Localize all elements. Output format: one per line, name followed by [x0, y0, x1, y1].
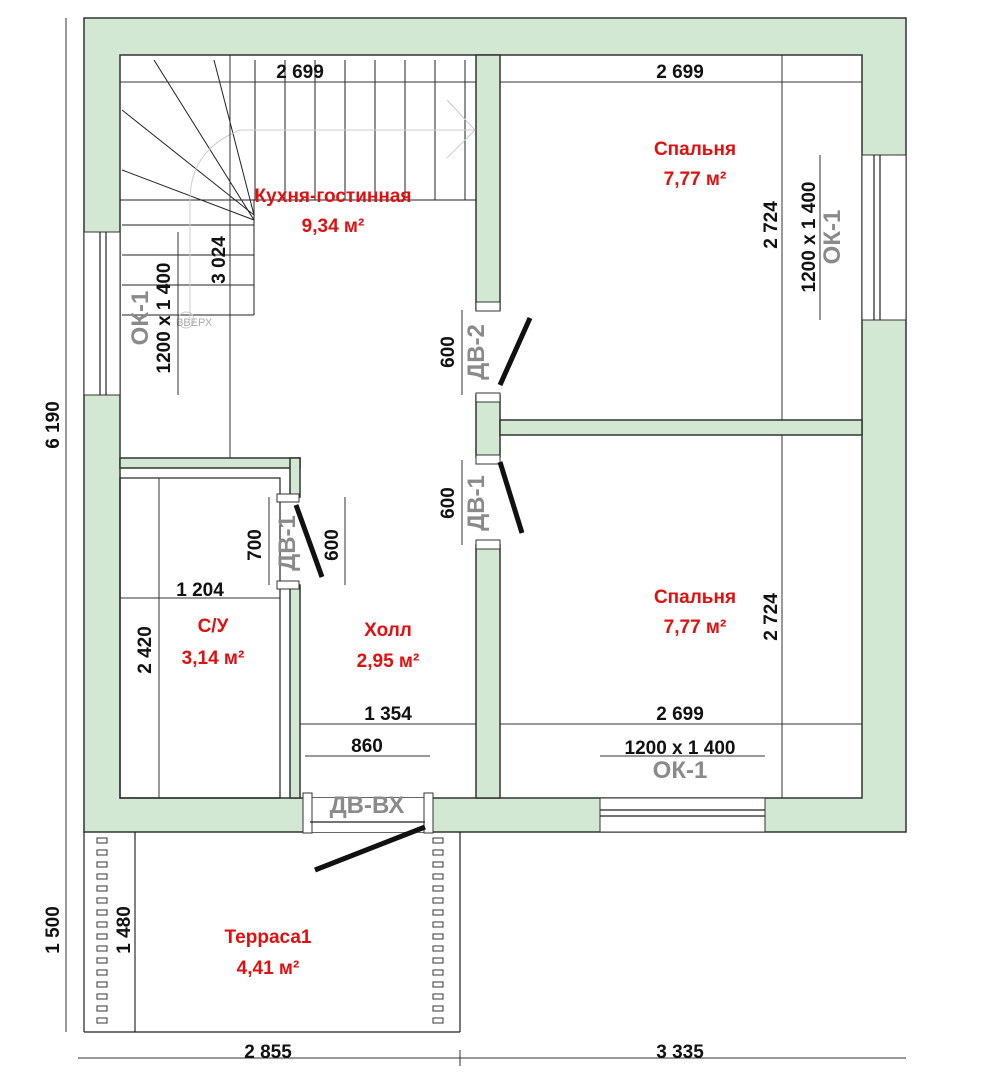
room-area-hall: 2,95 м²: [357, 651, 420, 672]
dim-bath-door-width: 600: [322, 529, 343, 561]
railing-baluster: [432, 885, 444, 892]
dim-top-right: 2 699: [656, 62, 704, 83]
railing-baluster: [96, 945, 108, 952]
bath-wall-right-top: [289, 457, 301, 498]
room-name-bedroom-bottom: Спальня: [654, 587, 736, 608]
railing-baluster: [432, 873, 444, 880]
door-leaf-dv1[interactable]: [497, 461, 525, 534]
railing-baluster: [432, 969, 444, 976]
railing-baluster: [432, 957, 444, 964]
dim-bottom-left: 2 855: [244, 1042, 292, 1063]
door-leaf-bath[interactable]: [293, 504, 325, 578]
room-name-hall: Холл: [364, 620, 412, 641]
window-bottom-mark: ОК-1: [653, 757, 708, 784]
railing-baluster: [432, 1005, 444, 1012]
door-entry-mark: ДВ-ВХ: [330, 792, 405, 819]
railing-baluster: [96, 933, 108, 940]
railing-baluster: [96, 837, 108, 844]
railing-baluster: [432, 945, 444, 952]
window-left-mark: ОК-1: [127, 291, 154, 346]
terrace: [83, 832, 461, 1033]
railing-baluster: [96, 1017, 108, 1024]
dim-bath-height: 2 420: [135, 626, 156, 674]
room-name-kitchen: Кухня-гостинная: [254, 186, 411, 207]
bath-inner-outline: [119, 477, 281, 799]
dim-door1-width: 600: [438, 487, 459, 519]
window-bottom[interactable]: [599, 797, 766, 833]
dim-entry-door: 860: [351, 736, 383, 757]
window-right-size: 1200 x 1 400: [799, 182, 820, 293]
dim-bath-door-height: 700: [245, 529, 266, 561]
dim-total-height: 6 190: [43, 401, 64, 449]
door-bath-mark: ДВ-1: [274, 515, 301, 571]
dim-bedroom-width: 2 699: [656, 704, 704, 725]
room-area-bedroom-top: 7,77 м²: [664, 169, 727, 190]
window-right[interactable]: [861, 154, 907, 321]
railing-baluster: [96, 981, 108, 988]
room-area-kitchen: 9,34 м²: [302, 216, 365, 237]
dim-bedroom-top-height: 2 724: [761, 201, 782, 249]
dim-top-left: 2 699: [276, 62, 324, 83]
railing-baluster: [96, 873, 108, 880]
dim-bath-width: 1 204: [176, 580, 224, 601]
railing-baluster: [96, 921, 108, 928]
railing-baluster: [432, 993, 444, 1000]
railing-baluster: [432, 933, 444, 940]
dim-stair-height: 3 024: [209, 236, 230, 284]
window-right-mark: ОК-1: [819, 210, 846, 265]
window-left-size: 1200 x 1 400: [154, 263, 175, 374]
dimension-lines: [65, 18, 906, 1066]
railing-baluster: [432, 1017, 444, 1024]
room-name-bedroom-top: Спальня: [654, 139, 736, 160]
interior-wall-top: [475, 54, 501, 311]
bath-wall-right-bottom: [289, 584, 301, 799]
door-leaf-entry[interactable]: [314, 824, 426, 873]
staircase: [120, 59, 476, 329]
room-name-terrace: Терраса1: [225, 927, 312, 948]
door-dv2-mark: ДВ-2: [463, 324, 490, 380]
dim-bottom-right: 3 335: [656, 1042, 704, 1063]
railing-baluster: [96, 909, 108, 916]
railing-baluster: [96, 993, 108, 1000]
dim-bedroom-bottom-height: 2 724: [761, 593, 782, 641]
dim-terrace-outer: 1 500: [43, 906, 64, 954]
entry-door-gap: [305, 798, 430, 832]
room-area-bedroom-bottom: 7,77 м²: [664, 617, 727, 638]
door-leaf-dv2[interactable]: [497, 316, 533, 387]
stairs-up-label: ВВЕРХ: [176, 317, 213, 329]
railing-baluster: [96, 1005, 108, 1012]
railing-baluster: [432, 837, 444, 844]
room-area-terrace: 4,41 м²: [237, 958, 300, 979]
window-left[interactable]: [83, 231, 121, 396]
railing-baluster: [96, 885, 108, 892]
window-bottom-size: 1200 x 1 400: [625, 738, 736, 759]
railing-baluster: [96, 897, 108, 904]
railing-baluster: [432, 909, 444, 916]
railing-baluster: [432, 861, 444, 868]
railing-baluster: [432, 897, 444, 904]
dim-hall-width: 1 354: [364, 704, 412, 725]
dim-door2-width: 600: [438, 336, 459, 368]
railing-baluster: [96, 957, 108, 964]
door-dv1-mark: ДВ-1: [463, 475, 490, 531]
interior-wall-bottom: [475, 544, 501, 799]
railing-baluster: [432, 981, 444, 988]
railing-baluster: [96, 849, 108, 856]
railing-baluster: [432, 921, 444, 928]
room-name-bathroom: С/У: [198, 616, 229, 637]
dim-terrace-inner: 1 480: [114, 906, 135, 954]
interior-wall-mid: [475, 394, 501, 458]
railing-baluster: [96, 861, 108, 868]
room-area-bathroom: 3,14 м²: [182, 648, 245, 669]
interior-wall-horizontal: [499, 419, 863, 436]
bath-wall-top: [119, 457, 301, 469]
railing-baluster: [432, 849, 444, 856]
railing-baluster: [96, 969, 108, 976]
